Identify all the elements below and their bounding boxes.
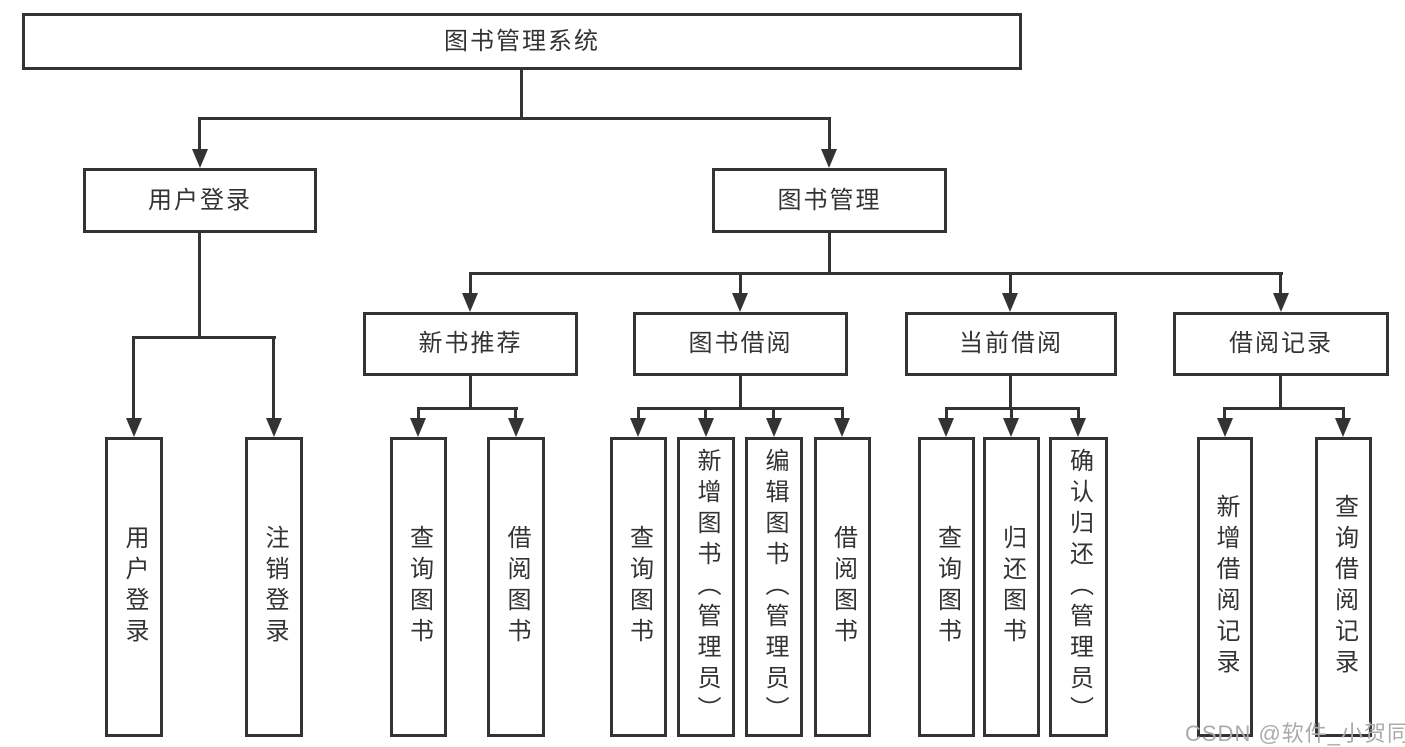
connector-to-bb-edit <box>772 407 775 421</box>
connector-to-leaf-logout <box>272 336 275 420</box>
node-book-management: 图书管理 <box>712 168 947 233</box>
connector-to-cb-query <box>945 407 948 421</box>
node-borrow-record: 借阅记录 <box>1173 312 1389 376</box>
leaf-borrow-book: 借阅图书 <box>814 437 871 737</box>
connector-to-leaf-user-login <box>132 336 135 420</box>
connector-book-mgmt-vline <box>828 233 831 275</box>
leaf-logout-login: 注销登录 <box>245 437 303 737</box>
connector-to-user-login <box>198 117 201 155</box>
connector-borrow-record-vline <box>1279 376 1282 410</box>
leaf-confirm-return-admin: 确认归还（管理员） <box>1049 437 1108 737</box>
connector-to-book-mgmt <box>828 117 831 155</box>
connector-to-nb-query <box>417 407 420 421</box>
leaf-query-book-borrow: 查询图书 <box>610 437 667 737</box>
arrow-to-nb-borrow <box>508 418 524 437</box>
arrow-to-bb-add <box>698 418 714 437</box>
connector-to-current-borrow <box>1009 272 1012 296</box>
leaf-edit-book-admin: 编辑图书（管理员） <box>745 437 803 737</box>
node-current-borrow: 当前借阅 <box>905 312 1117 376</box>
connector-level2-hline <box>198 117 831 120</box>
csdn-watermark: CSDN @软件_小贺同学 <box>1185 721 1405 746</box>
arrow-to-book-borrow <box>732 293 748 312</box>
connector-root-vline <box>520 69 523 120</box>
connector-to-cb-return <box>1010 407 1013 421</box>
arrow-to-book-mgmt <box>821 149 837 168</box>
leaf-return-book: 归还图书 <box>983 437 1040 737</box>
node-new-book-recommend: 新书推荐 <box>363 312 578 376</box>
arrow-to-cb-query <box>938 418 954 437</box>
connector-new-book-hline <box>417 407 518 410</box>
arrow-to-br-add <box>1217 418 1233 437</box>
connector-to-cb-confirm <box>1077 407 1080 421</box>
arrow-to-bb-edit <box>766 418 782 437</box>
arrow-to-leaf-user-login <box>126 418 142 437</box>
connector-borrow-record-hline <box>1223 407 1345 410</box>
leaf-query-book-recommend: 查询图书 <box>390 437 447 737</box>
arrow-to-new-book <box>462 293 478 312</box>
connector-to-br-query <box>1342 407 1345 421</box>
node-book-borrow: 图书借阅 <box>633 312 848 376</box>
connector-level3-hline <box>469 272 1283 275</box>
leaf-query-borrow-record: 查询借阅记录 <box>1315 437 1372 737</box>
connector-to-book-borrow <box>739 272 742 296</box>
connector-user-login-vline <box>198 233 201 339</box>
node-user-login: 用户登录 <box>83 168 317 233</box>
leaf-add-borrow-record: 新增借阅记录 <box>1197 437 1253 737</box>
node-library-management-system: 图书管理系统 <box>22 13 1022 70</box>
arrow-to-borrow-record <box>1273 293 1289 312</box>
connector-new-book-vline <box>469 376 472 410</box>
arrow-to-leaf-logout <box>266 418 282 437</box>
connector-to-bb-borrow <box>841 407 844 421</box>
connector-book-borrow-vline <box>739 376 742 410</box>
arrow-to-cb-confirm <box>1070 418 1086 437</box>
connector-to-nb-borrow <box>514 407 517 421</box>
connector-to-borrow-record <box>1279 272 1282 296</box>
arrow-to-bb-query <box>630 418 646 437</box>
arrow-to-nb-query <box>410 418 426 437</box>
connector-to-br-add <box>1223 407 1226 421</box>
arrow-to-br-query <box>1335 418 1351 437</box>
arrow-to-current-borrow <box>1002 293 1018 312</box>
connector-current-borrow-vline <box>1009 376 1012 410</box>
connector-user-login-hline <box>132 336 276 339</box>
arrow-to-bb-borrow <box>834 418 850 437</box>
arrow-to-user-login <box>192 149 208 168</box>
connector-book-borrow-hline <box>637 407 844 410</box>
leaf-user-login: 用户登录 <box>105 437 163 737</box>
leaf-borrow-book-recommend: 借阅图书 <box>487 437 545 737</box>
connector-to-bb-query <box>637 407 640 421</box>
leaf-add-book-admin: 新增图书（管理员） <box>677 437 735 737</box>
connector-to-new-book <box>469 272 472 296</box>
leaf-query-book-current: 查询图书 <box>918 437 975 737</box>
connector-to-bb-add <box>704 407 707 421</box>
arrow-to-cb-return <box>1003 418 1019 437</box>
